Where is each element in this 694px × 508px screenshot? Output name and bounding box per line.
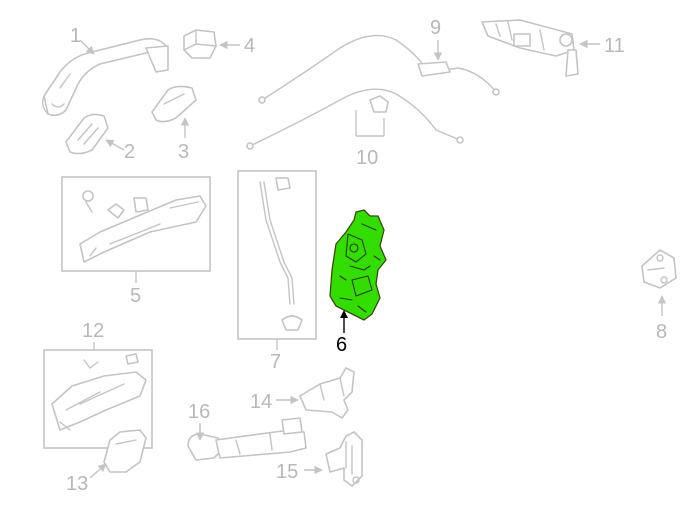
part-3-cover[interactable]: [151, 85, 197, 123]
part-7-lock-rod-box[interactable]: [237, 170, 317, 340]
callout-16: 16: [188, 401, 210, 423]
part-1-outside-handle[interactable]: [41, 38, 169, 117]
part-4-cap[interactable]: [183, 29, 217, 59]
callout-6[interactable]: 6: [336, 334, 347, 356]
leader-13: [89, 463, 107, 479]
part-16-door-check[interactable]: [187, 417, 307, 461]
part-6-gear: [349, 243, 359, 253]
part-13-inside-bezel[interactable]: [103, 429, 147, 473]
callout-3: 3: [178, 141, 189, 163]
callout-8: 8: [656, 321, 667, 343]
leader-10: [355, 110, 385, 137]
part-10-cable[interactable]: [246, 88, 464, 150]
part-8-striker[interactable]: [641, 249, 677, 289]
part-12-inside-handle-box[interactable]: [43, 349, 153, 449]
callout-1: 1: [70, 25, 81, 47]
part-15-hinge[interactable]: [325, 431, 363, 487]
part-14-hinge-arm[interactable]: [299, 367, 355, 419]
callout-9: 9: [430, 17, 441, 39]
part-6-door-lock-actuator[interactable]: [329, 209, 387, 321]
part-6-details: [339, 223, 381, 313]
callout-11: 11: [604, 35, 625, 57]
callout-10: 10: [356, 147, 378, 169]
callout-2: 2: [124, 141, 135, 163]
callout-14: 14: [250, 391, 272, 413]
callout-4: 4: [244, 35, 255, 57]
part-5-handle-frame-box[interactable]: [61, 176, 211, 272]
leader-1: [79, 39, 95, 55]
leader-2: [105, 139, 125, 151]
callout-12: 12: [82, 320, 104, 342]
callout-13: 13: [66, 473, 88, 495]
part-2-bezel[interactable]: [65, 113, 109, 155]
callout-7: 7: [270, 351, 281, 373]
callout-5: 5: [130, 285, 141, 307]
callout-15: 15: [276, 461, 298, 483]
part-11-lock-cylinder[interactable]: [481, 19, 579, 77]
part-6-body: [329, 209, 387, 321]
leader-6-arrowhead: [340, 310, 348, 318]
part-9-cable[interactable]: [258, 34, 500, 104]
